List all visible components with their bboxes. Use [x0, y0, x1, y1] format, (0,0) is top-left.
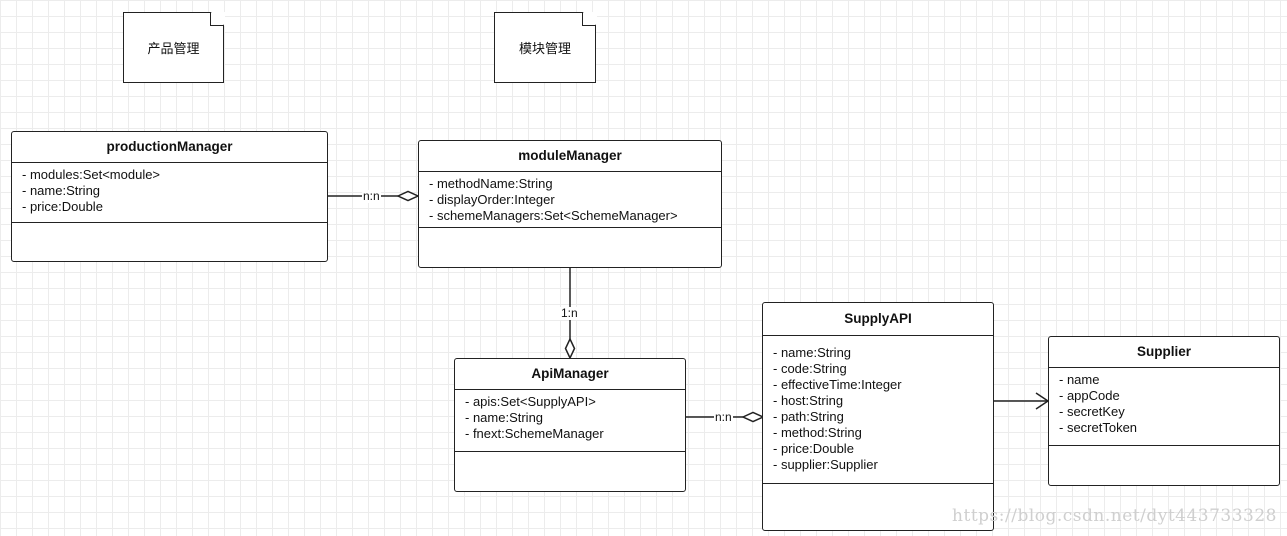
- class-title: Supplier: [1049, 337, 1279, 368]
- class-attributes: - methodName:String - displayOrder:Integ…: [419, 172, 721, 228]
- attribute: - modules:Set<module>: [22, 167, 161, 182]
- attribute: - method:String: [773, 425, 862, 440]
- attribute: - displayOrder:Integer: [429, 192, 555, 207]
- production-module-diamond: [396, 190, 420, 202]
- class-supply-api[interactable]: SupplyAPI - name:String - code:String - …: [762, 302, 994, 531]
- class-production-manager[interactable]: productionManager - modules:Set<module> …: [11, 131, 328, 262]
- class-supplier[interactable]: Supplier - name - appCode - secretKey - …: [1048, 336, 1280, 486]
- multiplicity-label: 1:n: [560, 306, 579, 320]
- class-attributes: - name:String - code:String - effectiveT…: [763, 336, 993, 484]
- attribute: - name:String: [22, 183, 101, 198]
- class-module-manager[interactable]: moduleManager - methodName:String - disp…: [418, 140, 722, 268]
- class-operations: [455, 452, 685, 491]
- attribute: - path:String: [773, 409, 844, 424]
- multiplicity-label: n:n: [714, 410, 733, 424]
- attribute: - apis:Set<SupplyAPI>: [465, 394, 596, 409]
- module-api-diamond: [564, 337, 576, 360]
- api-supply-diamond: [741, 411, 765, 423]
- attribute: - code:String: [773, 361, 847, 376]
- attribute: - secretKey: [1059, 404, 1125, 419]
- attribute: - fnext:SchemeManager: [465, 426, 604, 441]
- class-operations: [1049, 446, 1279, 485]
- class-title: productionManager: [12, 132, 327, 163]
- note-text: 模块管理: [518, 42, 571, 57]
- attribute: - price:Double: [773, 441, 854, 456]
- note-product-management[interactable]: 产品管理: [123, 11, 225, 83]
- attribute: - price:Double: [22, 199, 103, 214]
- class-title: SupplyAPI: [763, 303, 993, 336]
- class-title: moduleManager: [419, 141, 721, 172]
- note-text: 产品管理: [147, 42, 200, 57]
- attribute: - schemeManagers:Set<SchemeManager>: [429, 208, 678, 223]
- attribute: - name:String: [465, 410, 544, 425]
- attribute: - supplier:Supplier: [773, 457, 878, 472]
- class-attributes: - modules:Set<module> - name:String - pr…: [12, 163, 327, 223]
- note-fold-line: [210, 13, 223, 26]
- note-fold-line: [582, 13, 595, 26]
- attribute: - host:String: [773, 393, 844, 408]
- class-operations: [12, 223, 327, 261]
- class-attributes: - name - appCode - secretKey - secretTok…: [1049, 368, 1279, 446]
- watermark: https://blog.csdn.net/dyt443733328: [952, 506, 1277, 526]
- class-operations: [419, 228, 721, 267]
- multiplicity-label: n:n: [362, 189, 381, 203]
- class-api-manager[interactable]: ApiManager - apis:Set<SupplyAPI> - name:…: [454, 358, 686, 492]
- attribute: - effectiveTime:Integer: [773, 377, 902, 392]
- class-title: ApiManager: [455, 359, 685, 390]
- class-attributes: - apis:Set<SupplyAPI> - name:String - fn…: [455, 390, 685, 452]
- attribute: - name: [1059, 372, 1100, 387]
- attribute: - methodName:String: [429, 176, 553, 191]
- attribute: - name:String: [773, 345, 852, 360]
- attribute: - appCode: [1059, 388, 1120, 403]
- attribute: - secretToken: [1059, 420, 1138, 435]
- note-module-management[interactable]: 模块管理: [494, 11, 597, 83]
